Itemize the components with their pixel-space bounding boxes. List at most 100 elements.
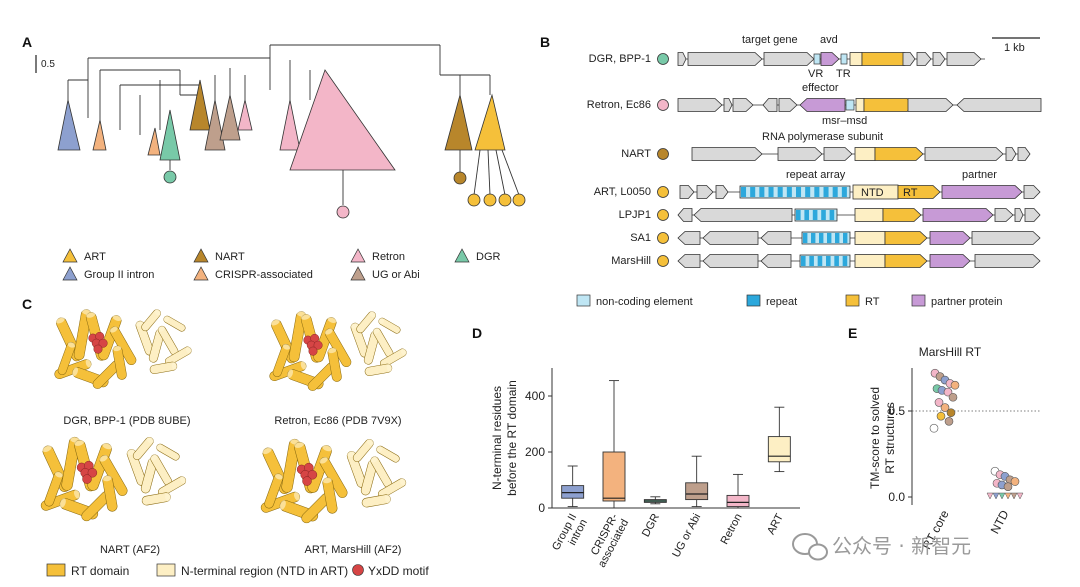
- gene: [702, 231, 759, 245]
- y-tick-label: 0: [538, 501, 545, 515]
- annot-repeat-array: repeat array: [786, 169, 846, 181]
- gene: [916, 52, 932, 66]
- helix-cap: [158, 326, 165, 332]
- helix-cap: [301, 314, 311, 320]
- legend-b-partner-swatch: [911, 294, 926, 307]
- floor-marker: [992, 492, 1000, 500]
- rt-segment: [882, 208, 922, 222]
- helix-cap: [127, 449, 135, 456]
- floor-marker: [1016, 492, 1024, 500]
- helix-body: [356, 311, 376, 334]
- panel-b: B 1 kb DGR, BPP-1 Retron, Ec86 NART ART,…: [540, 34, 1042, 308]
- rt-domain: [40, 436, 128, 522]
- helix-cap: [293, 491, 300, 501]
- repeat-unit: [803, 233, 808, 243]
- helix-cap: [72, 367, 79, 377]
- effector-gene: [799, 98, 846, 112]
- helix-cap: [324, 328, 333, 335]
- helix-cap: [400, 478, 406, 486]
- yxdd-atom: [82, 474, 92, 484]
- nart-rt-gene: [854, 147, 924, 161]
- helix-cap: [347, 451, 355, 458]
- repeat-unit: [841, 187, 847, 197]
- vr-element: [813, 53, 821, 65]
- panel-a-label: A: [22, 34, 32, 50]
- yxdd-atom: [98, 338, 108, 348]
- helix-cylinder: [141, 309, 161, 332]
- row-label-l0050: ART, L0050: [594, 186, 651, 198]
- gene: [715, 185, 729, 199]
- helix-cylinder: [372, 327, 394, 358]
- repeat-unit: [826, 256, 831, 266]
- ntd-region: [135, 309, 192, 374]
- repeat-unit: [801, 256, 806, 266]
- helix-cap: [59, 498, 66, 508]
- operon-loci: NTD RT: [677, 52, 1042, 268]
- repeat-unit: [827, 233, 832, 243]
- helix-cylinder: [165, 346, 192, 366]
- box-chart-ylabel-line1: N-terminal residuesbefore the RT domain: [490, 380, 519, 496]
- helix-cap: [102, 475, 112, 482]
- helix-cap: [322, 445, 332, 452]
- legend-a-group2-swatch: [62, 266, 78, 281]
- gene: [677, 52, 687, 66]
- clade-crispr-2: [147, 127, 161, 156]
- legend-c-yxdd-swatch: [352, 564, 364, 576]
- panel-e: E MarsHill RT TM-score to solvedRT struc…: [848, 325, 1040, 552]
- scatter-point: [936, 411, 946, 421]
- gene: [932, 52, 946, 66]
- legend-b-repeat-swatch: [746, 294, 761, 307]
- gene: [702, 254, 759, 268]
- clade-retron-3: [289, 69, 396, 171]
- scatter-ylabel: TM-score to solvedRT structures: [868, 387, 897, 489]
- yxdd-atom: [313, 340, 323, 350]
- annot-avd: avd: [820, 34, 838, 46]
- rt-domain: [260, 438, 348, 524]
- helix-cap: [112, 315, 122, 321]
- helix-cylinder: [272, 344, 291, 377]
- legend-a-dgr-swatch: [454, 248, 470, 263]
- row-label-sa1: SA1: [630, 232, 651, 244]
- x-tick-label: UG or Abi: [670, 512, 703, 560]
- gene: [760, 231, 792, 245]
- helix-cap: [154, 309, 161, 316]
- helix-cap: [262, 447, 272, 454]
- box-retron: [726, 473, 750, 509]
- legend-a-crispr: CRISPR-associated: [215, 269, 313, 281]
- panel-d: D N-terminal residuesbefore the RT domai…: [472, 325, 800, 569]
- structure-art-marshill: [260, 438, 407, 524]
- box-ug-or-abi: [685, 455, 709, 508]
- box-art: [767, 406, 791, 473]
- art-leaders: [473, 149, 520, 196]
- annot-rt: RT: [903, 187, 918, 199]
- scatter-point: [934, 398, 944, 407]
- helix-cap: [163, 316, 170, 322]
- legend-c-ntd: N-terminal region (NTD in ART): [181, 564, 348, 578]
- gene: [994, 208, 1014, 222]
- l0050-rt-gene: NTD RT: [852, 184, 941, 200]
- rt-segment: [884, 231, 928, 245]
- repeat-unit: [821, 210, 826, 220]
- legend-a-group2: Group II intron: [84, 269, 154, 281]
- ntd-region: [346, 438, 407, 508]
- helix-cap: [185, 346, 192, 354]
- gene: [1023, 185, 1041, 199]
- repeat-unit: [843, 233, 848, 243]
- y-tick-label: 0.0: [888, 490, 905, 504]
- helix-cap: [150, 454, 158, 461]
- annot-rnap: RNA polymerase subunit: [762, 131, 883, 143]
- caption-dgr-structure: DGR, BPP-1 (PDB 8UBE): [63, 415, 190, 427]
- helix-cylinder: [264, 473, 284, 509]
- x-tick-label: Retron: [719, 512, 745, 547]
- row-label-retron: Retron, Ec86: [587, 99, 651, 111]
- repeat-array-bg: [739, 185, 851, 199]
- repeat-unit: [750, 187, 756, 197]
- yxdd-atom: [93, 344, 103, 354]
- helix-cap: [369, 311, 376, 318]
- legend-b: non-coding element repeat RT partner pro…: [576, 294, 1003, 308]
- annot-ntd: NTD: [861, 187, 884, 199]
- y-tick-label: 400: [525, 389, 545, 403]
- helix-cylinder: [361, 494, 391, 508]
- repeat-unit: [804, 210, 810, 220]
- helix-cap: [67, 342, 76, 348]
